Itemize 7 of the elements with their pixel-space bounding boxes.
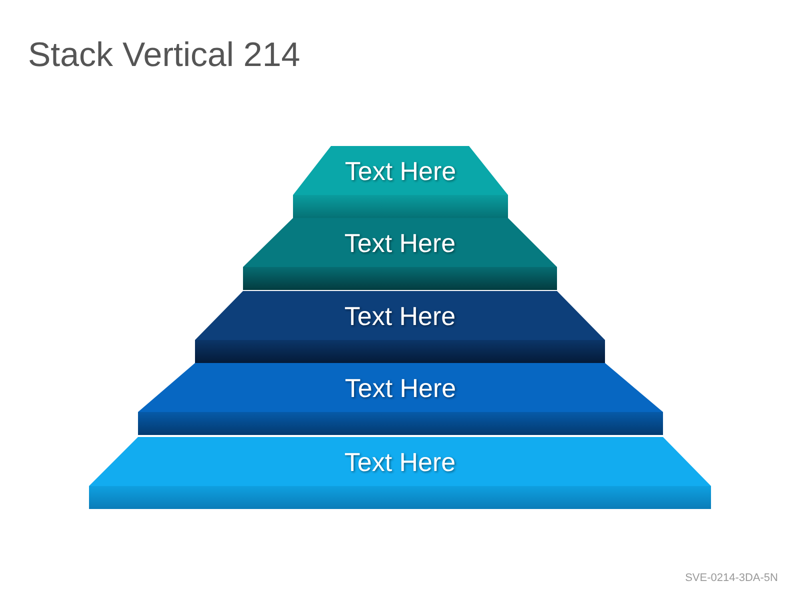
step-label: Text Here (343, 300, 457, 332)
step-label: Text Here (344, 372, 458, 404)
step-label: Text Here (343, 446, 457, 478)
slide-code: SVE-0214-3DA-5N (685, 572, 778, 584)
step-label: Text Here (344, 156, 458, 186)
step-label: Text Here (343, 228, 457, 258)
title: Stack Vertical 214 (28, 36, 300, 75)
